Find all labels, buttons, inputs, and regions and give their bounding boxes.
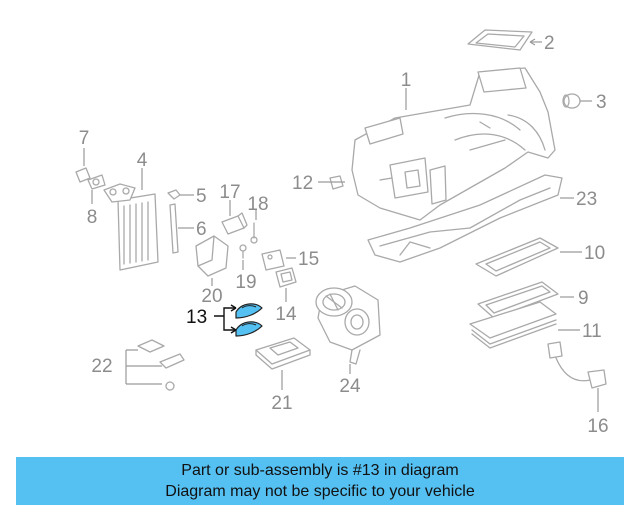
part-7-seal[interactable] [75, 167, 91, 183]
leader-lines [83, 38, 599, 412]
callout-24: 24 [339, 376, 361, 397]
callout-19: 19 [235, 272, 256, 293]
part-22-bracket[interactable] [137, 339, 185, 391]
banner-line-1: Part or sub-assembly is #13 in diagram [181, 462, 459, 479]
leader-13 [214, 304, 237, 334]
part-6-pipe[interactable] [169, 203, 179, 254]
callout-4: 4 [137, 150, 148, 171]
info-banner: Part or sub-assembly is #13 in diagram D… [16, 457, 624, 505]
callout-11: 11 [582, 321, 602, 342]
callout-14: 14 [275, 304, 297, 325]
callout-16: 16 [587, 416, 608, 437]
part-19-pin[interactable] [239, 244, 247, 259]
callout-21: 21 [271, 393, 292, 414]
part-9-filter[interactable] [477, 281, 559, 319]
callout-2: 2 [544, 33, 555, 54]
part-20-actuator[interactable] [195, 235, 229, 277]
banner-line-2: Diagram may not be specific to your vehi… [165, 483, 475, 500]
callout-8: 8 [87, 207, 98, 228]
callout-17: 17 [219, 182, 240, 203]
callout-23: 23 [576, 189, 597, 210]
part-10-filter[interactable] [475, 237, 559, 277]
part-14-module[interactable] [275, 267, 297, 288]
callout-20: 20 [201, 286, 222, 307]
part-21-tray[interactable] [255, 337, 311, 370]
callout-12: 12 [292, 173, 313, 194]
part-2-gasket[interactable] [467, 29, 533, 51]
part-11-filter-housing[interactable] [469, 301, 557, 349]
part-1-hvac-housing[interactable] [351, 67, 556, 221]
part-24-blower-motor[interactable] [315, 285, 381, 365]
callout-10: 10 [584, 243, 605, 264]
part-4-heater-core[interactable] [103, 183, 159, 271]
callout-7: 7 [79, 128, 90, 149]
callout-1: 1 [401, 70, 412, 91]
callout-3: 3 [596, 92, 607, 113]
callout-15: 15 [298, 249, 319, 270]
part-3-grommet[interactable] [562, 93, 581, 109]
callout-18: 18 [247, 194, 268, 215]
part-16-harness[interactable] [547, 341, 607, 389]
part-13-highlighted[interactable] [235, 303, 263, 337]
callout-6: 6 [196, 219, 207, 240]
callout-22: 22 [91, 356, 112, 377]
part-17-actuator[interactable] [221, 212, 248, 235]
callout-13: 13 [186, 307, 207, 328]
callout-9: 9 [578, 288, 589, 309]
callout-5: 5 [196, 186, 207, 207]
part-8-seal[interactable] [87, 174, 106, 190]
callout-labels: 1 2 3 4 5 6 7 8 9 10 11 12 13 14 15 16 1… [79, 33, 609, 437]
part-23-lower-duct[interactable] [367, 174, 563, 263]
part-5-clip[interactable] [167, 189, 181, 200]
part-15-bracket[interactable] [261, 249, 285, 271]
part-18-screw[interactable] [250, 222, 258, 244]
